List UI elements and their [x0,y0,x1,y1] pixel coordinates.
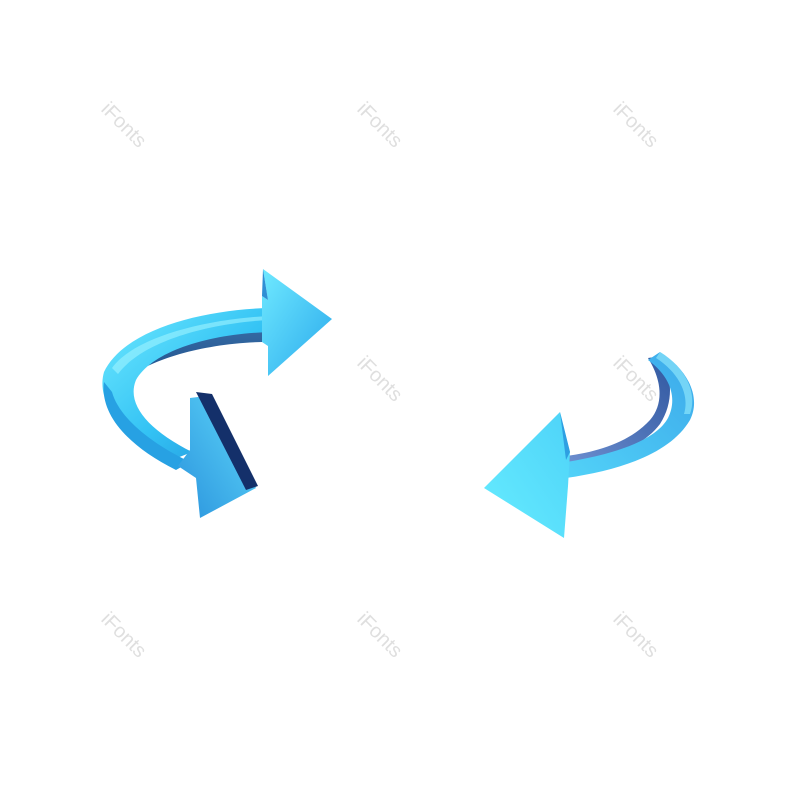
arrow-band-inner-wall [566,356,670,466]
arrow-band-bottom-wall [103,382,190,470]
arrow-band-inner-wall [112,318,268,392]
arrowhead-down-dark-edge [196,392,258,490]
arrowhead-right-shade [262,269,268,300]
curved-arrow-upper-left [102,269,332,518]
curved-arrow-lower-right [484,352,695,538]
arrow-band-outer [566,352,695,478]
arrow-band-highlight [112,316,268,374]
arrowhead-down [178,396,256,518]
arrow-band-highlight [656,352,693,414]
arrowhead-left [484,412,570,538]
arrowhead-right [262,269,332,376]
arrowhead-left-shade [560,412,570,460]
